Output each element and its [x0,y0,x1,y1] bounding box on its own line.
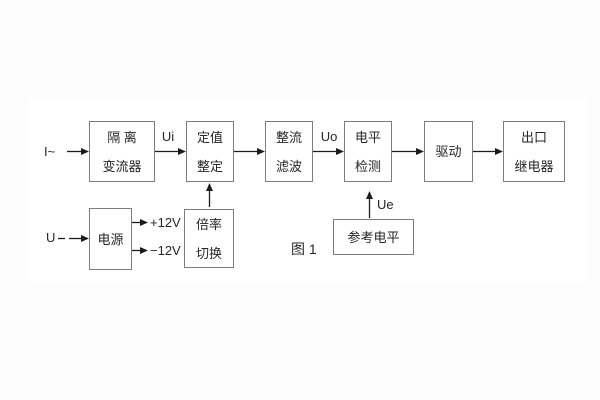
label-ue-signal: Ue [377,197,394,212]
block-rectify-line2: 滤波 [275,158,302,174]
block-ratio-switch: 倍率 切换 [184,209,234,268]
block-setting-line2: 整定 [196,158,223,174]
block-power-label: 电源 [97,231,124,247]
block-setting-line1: 定值 [196,129,223,145]
label-plus-12v: +12V [150,215,181,230]
block-level-line2: 检测 [354,158,381,174]
label-input-current: I~ [44,144,56,159]
block-level-detect: 电平 检测 [344,121,392,182]
block-reference-label: 参考电平 [347,229,400,245]
block-ratio-line1: 倍率 [195,216,222,232]
block-rectify-filter: 整流 滤波 [265,121,313,182]
block-relay-line1: 出口 [520,129,547,145]
block-rectify-line1: 整流 [275,129,302,145]
label-uo-signal: Uo [320,129,338,144]
label-ui-signal: Ui [161,129,175,144]
block-output-relay: 出口 继电器 [503,121,565,182]
block-isolation-transformer: 隔 离 变流器 [89,121,155,182]
label-input-voltage: U [46,230,56,245]
block-isolation-line2: 变流器 [102,158,142,174]
block-power-supply: 电源 [89,208,132,270]
block-reference-level: 参考电平 [333,219,414,255]
block-drive-label: 驱动 [435,144,462,159]
block-relay-line2: 继电器 [514,158,554,174]
block-driver: 驱动 [424,121,473,182]
figure-caption: 图 1 [291,241,317,257]
block-isolation-line1: 隔 离 [107,129,137,145]
label-minus-12v: −12V [150,243,181,258]
block-ratio-line2: 切换 [195,245,222,261]
block-setpoint-adjust: 定值 整定 [186,121,234,182]
block-level-line1: 电平 [354,129,381,145]
